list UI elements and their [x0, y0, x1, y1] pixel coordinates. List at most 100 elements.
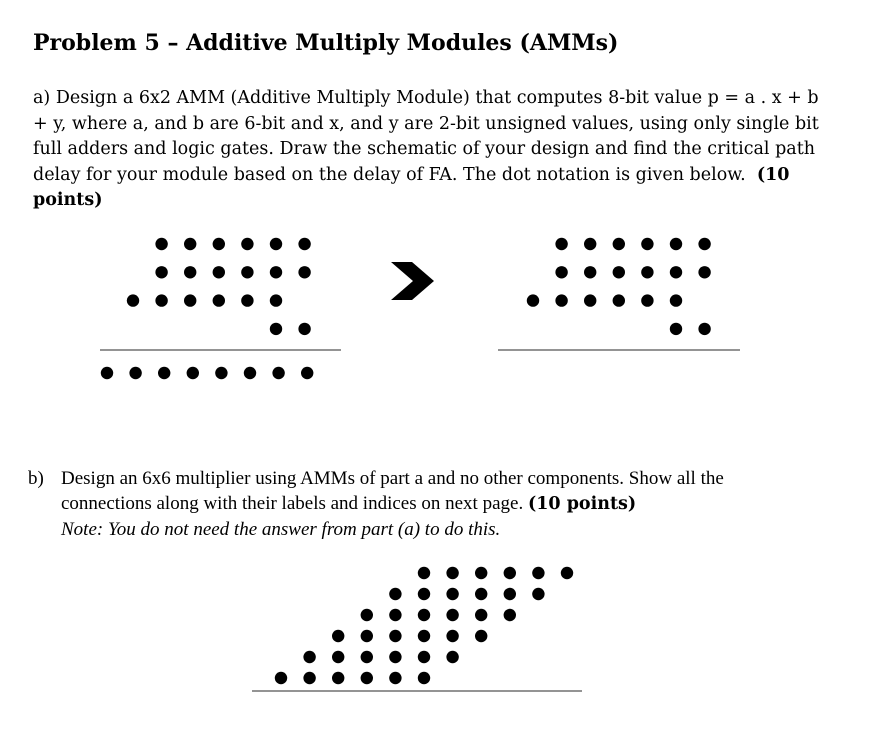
partial-product-dot	[417, 587, 431, 601]
operand-dot	[526, 294, 540, 307]
operand-dot	[241, 266, 254, 279]
result-dot	[158, 366, 171, 380]
operand-dot	[612, 266, 625, 279]
operand-dot	[298, 237, 311, 251]
operand-dot	[269, 266, 283, 279]
figure-a-input-dots	[126, 237, 311, 336]
operand-dot	[698, 237, 711, 251]
chevron-right-icon	[391, 262, 434, 300]
operand-dot	[241, 294, 254, 307]
operand-dot	[669, 322, 683, 336]
operand-dot	[641, 294, 654, 307]
partial-product-dot	[503, 566, 516, 580]
result-dot	[100, 366, 114, 380]
result-dot	[215, 366, 228, 380]
partial-product-dot	[332, 629, 345, 643]
partial-product-dot	[532, 566, 545, 580]
operand-dot	[212, 294, 225, 307]
operand-dot	[612, 237, 625, 251]
partial-product-dot	[475, 587, 488, 601]
partial-product-dot	[360, 608, 373, 622]
part-a-text: a) Design a 6x2 AMM (Additive Multiply M…	[33, 86, 833, 214]
operand-dot	[669, 266, 683, 279]
problem-title: Problem 5 – Additive Multiply Modules (A…	[33, 30, 619, 56]
partial-product-dot	[560, 566, 574, 580]
partial-product-dot	[446, 650, 459, 664]
operand-dot	[269, 237, 283, 251]
operand-dot	[184, 294, 197, 307]
part-b-label: b)	[28, 468, 44, 489]
partial-product-dot	[332, 671, 345, 685]
operand-dot	[298, 322, 311, 336]
operand-dot	[155, 266, 168, 279]
partial-product-dot	[503, 587, 516, 601]
part-b: b) Design an 6x6 multiplier using AMMs o…	[28, 466, 808, 542]
partial-product-dot	[389, 671, 402, 685]
operand-dot	[555, 294, 568, 307]
operand-dot	[155, 294, 168, 307]
result-dot	[243, 366, 257, 380]
part-b-note: Note: You do not need the answer from pa…	[61, 519, 501, 540]
operand-dot	[698, 322, 711, 336]
partial-product-dot	[360, 650, 373, 664]
part-a-points: (10 points)	[33, 164, 790, 211]
figure-a-target-dots	[526, 237, 711, 336]
operand-dot	[184, 266, 197, 279]
operand-dot	[584, 266, 597, 279]
operand-dot	[155, 237, 168, 251]
partial-product-dot	[389, 608, 402, 622]
operand-dot	[212, 237, 225, 251]
partial-product-dot	[475, 566, 488, 580]
operand-dot	[269, 322, 283, 336]
part-b-points: (10 points)	[527, 494, 637, 514]
partial-product-dot	[503, 608, 516, 622]
operand-dot	[584, 237, 597, 251]
partial-product-dot	[274, 671, 288, 685]
result-dot	[272, 366, 285, 380]
partial-product-dot	[417, 629, 431, 643]
partial-product-dot	[475, 608, 488, 622]
partial-product-dot	[417, 650, 431, 664]
part-b-question: Design an 6x6 multiplier using AMMs of p…	[61, 468, 724, 514]
operand-dot	[584, 294, 597, 307]
operand-dot	[269, 294, 283, 307]
partial-product-dot	[389, 629, 402, 643]
partial-product-dot	[389, 650, 402, 664]
result-dot	[186, 366, 199, 380]
partial-product-dot	[332, 650, 345, 664]
operand-dot	[555, 266, 568, 279]
partial-product-dot	[446, 587, 459, 601]
partial-product-dot	[303, 650, 316, 664]
operand-dot	[641, 237, 654, 251]
partial-product-dot	[475, 629, 488, 643]
result-dot	[301, 366, 314, 380]
operand-dot	[298, 266, 311, 279]
partial-product-dot	[446, 629, 459, 643]
operand-dot	[641, 266, 654, 279]
operand-dot	[241, 237, 254, 251]
partial-product-dot	[417, 671, 431, 685]
operand-dot	[669, 294, 683, 307]
operand-dot	[126, 294, 140, 307]
operand-dot	[555, 237, 568, 251]
figure-a-result-dots	[100, 366, 314, 380]
part-b-body: Design an 6x6 multiplier using AMMs of p…	[61, 466, 808, 542]
operand-dot	[698, 266, 711, 279]
operand-dot	[669, 237, 683, 251]
partial-product-dot	[532, 587, 545, 601]
operand-dot	[184, 237, 197, 251]
partial-product-dot	[360, 671, 373, 685]
partial-product-dot	[360, 629, 373, 643]
result-dot	[129, 366, 142, 380]
figure-b-partial-products	[274, 566, 574, 685]
partial-product-dot	[446, 608, 459, 622]
part-a-question: a) Design a 6x2 AMM (Additive Multiply M…	[33, 88, 819, 185]
operand-dot	[212, 266, 225, 279]
operand-dot	[612, 294, 625, 307]
partial-product-dot	[303, 671, 316, 685]
partial-product-dot	[417, 608, 431, 622]
partial-product-dot	[417, 566, 431, 580]
partial-product-dot	[389, 587, 402, 601]
partial-product-dot	[446, 566, 459, 580]
